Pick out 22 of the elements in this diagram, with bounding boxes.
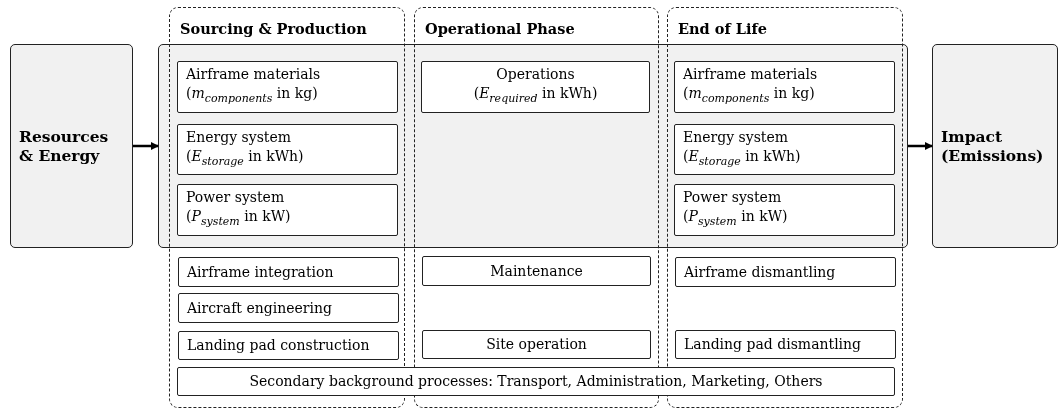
process-box: Airframe integration xyxy=(178,257,399,287)
process-box: Aircraft engineering xyxy=(178,293,399,323)
process-box: Site operation xyxy=(422,330,651,359)
arrow xyxy=(908,142,933,150)
process-box: Landing pad construction xyxy=(178,331,399,360)
arrow xyxy=(133,142,159,150)
process-box: Airframe dismantling xyxy=(675,257,896,287)
process-box: Power system (P$_{system}$ in kW) xyxy=(674,184,895,236)
process-box: Power system (P$_{system}$ in kW) xyxy=(177,184,398,236)
process-box: Maintenance xyxy=(422,256,651,286)
column-heading: Operational Phase xyxy=(425,20,575,37)
process-box: Energy system (E$_{storage}$ in kWh) xyxy=(674,124,895,175)
process-box: Energy system (E$_{storage}$ in kWh) xyxy=(177,124,398,175)
column-heading: End of Life xyxy=(678,20,767,37)
column-heading: Sourcing & Production xyxy=(180,20,367,37)
process-box: Resources & Energy xyxy=(10,44,133,248)
process-box: Impact (Emissions) xyxy=(932,44,1058,248)
process-box: Landing pad dismantling xyxy=(675,330,896,359)
process-box: Secondary background processes: Transport, Administration, Marketing, Others xyxy=(177,367,895,396)
process-box: Airframe materials (m$_{components}$ in kg) xyxy=(177,61,398,113)
process-box: Airframe materials (m$_{components}$ in kg) xyxy=(674,61,895,113)
process-box: Operations (E$_{required}$ in kWh) xyxy=(421,61,650,113)
